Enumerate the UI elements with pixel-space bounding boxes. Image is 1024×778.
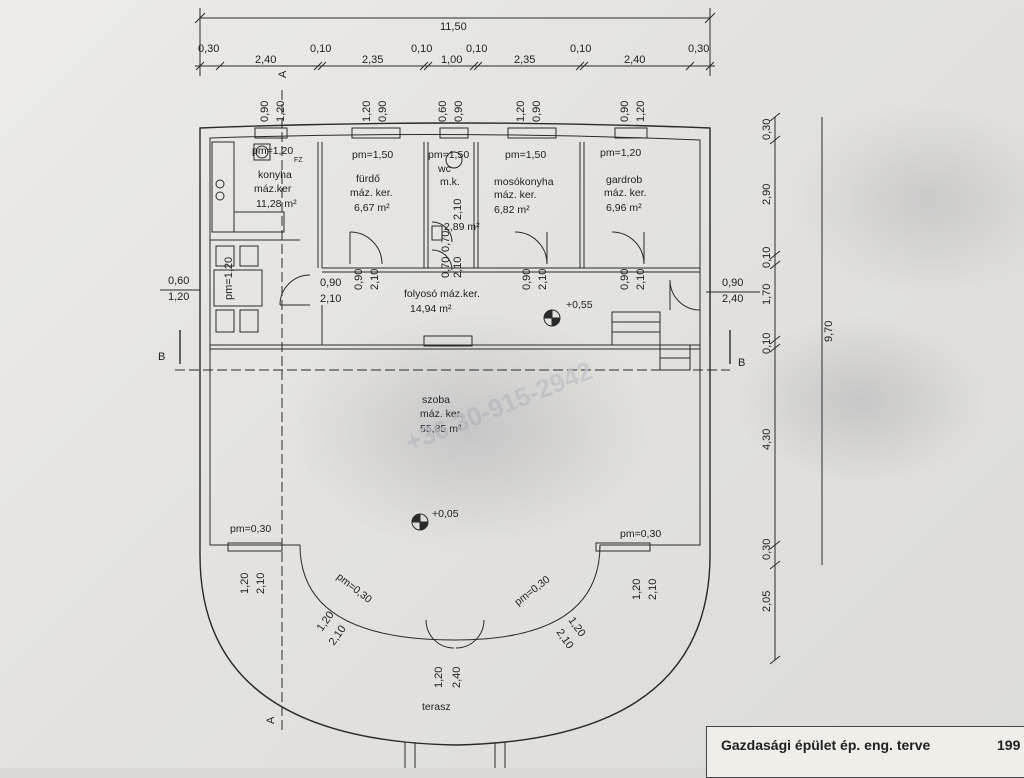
dim-window-top-4-a: 0,90 bbox=[619, 101, 631, 122]
dim-right-6: 0,30 bbox=[761, 539, 773, 560]
dim-right-3: 1,70 bbox=[761, 284, 773, 305]
dim-window-top-3-b: 0,90 bbox=[531, 101, 543, 122]
dim-window-top-0-a: 0,90 bbox=[259, 101, 271, 122]
konyha-area: 11,28 m² bbox=[256, 198, 297, 210]
dim-right-door-0: 0,90 bbox=[722, 277, 743, 289]
szoba-name: szoba bbox=[422, 394, 450, 406]
dim-door-0-a: 0,90 bbox=[353, 269, 365, 290]
furdo-finish: máz. ker. bbox=[350, 187, 393, 199]
dim-front-right-1: 2,10 bbox=[647, 579, 659, 600]
sill-diag-left: pm=0,30 bbox=[334, 571, 374, 606]
dim-front-left-1: 2,10 bbox=[255, 573, 267, 594]
dim-top-6: 0,10 bbox=[466, 43, 487, 55]
gardrob-name: gardrob bbox=[606, 174, 642, 186]
dim-right-5: 4,30 bbox=[761, 429, 773, 450]
szoba-finish: máz. ker. bbox=[420, 408, 463, 420]
dim-top-5: 1,00 bbox=[441, 54, 462, 66]
dim-right-0: 0,30 bbox=[761, 119, 773, 140]
dim-wc-2: 0,70 bbox=[440, 257, 452, 278]
dim-right-door-1: 2,40 bbox=[722, 293, 743, 305]
dim-wc-3: 2,10 bbox=[452, 257, 464, 278]
dim-top-1: 2,40 bbox=[255, 54, 276, 66]
dim-wc-1: 2,10 bbox=[452, 199, 464, 220]
konyha-name: konyha bbox=[258, 169, 292, 181]
dim-window-top-1-b: 0,90 bbox=[377, 101, 389, 122]
sill-left: pm=0,30 bbox=[230, 523, 271, 535]
furdo-area: 6,67 m² bbox=[354, 202, 390, 214]
section-mark-b-left: B bbox=[158, 351, 165, 363]
section-mark-b-right: B bbox=[738, 357, 745, 369]
dim-left-window-1: 1,20 bbox=[168, 291, 189, 303]
outer-wall bbox=[199, 122, 711, 746]
sill-right: pm=0,30 bbox=[620, 528, 661, 540]
dim-top-9: 2,40 bbox=[624, 54, 645, 66]
dim-top-2: 0,10 bbox=[310, 43, 331, 55]
drawing-number: 199 bbox=[997, 737, 1021, 753]
folyoso-name: folyosó máz.ker. bbox=[404, 288, 480, 300]
terasz-name: terasz bbox=[422, 701, 451, 713]
dim-total-height: 9,70 bbox=[823, 321, 835, 342]
dim-top-3: 2,35 bbox=[362, 54, 383, 66]
dim-front-left-0: 1,20 bbox=[239, 573, 251, 594]
dim-right-1: 2,90 bbox=[761, 184, 773, 205]
dim-window-top-4-b: 1,20 bbox=[635, 101, 647, 122]
dim-top-10: 0,30 bbox=[688, 43, 709, 55]
furdo-name: fürdő bbox=[356, 173, 380, 185]
dim-left-window-0: 0,60 bbox=[168, 275, 189, 287]
dim-top-0: 0,30 bbox=[198, 43, 219, 55]
wc-finish: m.k. bbox=[440, 176, 460, 188]
dim-window-top-0-b: 1,20 bbox=[275, 101, 287, 122]
drawing-title: Gazdasági épület ép. eng. terve bbox=[721, 737, 931, 753]
dim-window-top-3-a: 1,20 bbox=[515, 101, 527, 122]
konyha-pm: pm=1,20 bbox=[252, 145, 293, 157]
dim-right-7: 2,05 bbox=[761, 591, 773, 612]
dim-top-7: 2,35 bbox=[514, 54, 535, 66]
dim-door-1-b: 2,10 bbox=[537, 269, 549, 290]
mosokonyha-finish: máz. ker. bbox=[494, 189, 537, 201]
dim-left-door-1: 2,10 bbox=[320, 293, 341, 305]
dim-top-4: 0,10 bbox=[411, 43, 432, 55]
szoba-level: +0,05 bbox=[432, 508, 459, 520]
dim-window-top-1-a: 1,20 bbox=[361, 101, 373, 122]
folyoso-area: 14,94 m² bbox=[410, 303, 452, 315]
wc-area: 2,89 m² bbox=[444, 221, 480, 233]
dim-window-top-2-b: 0,90 bbox=[453, 101, 465, 122]
phone-watermark: +36 30-915-2942 bbox=[401, 355, 597, 457]
mosokonyha-area: 6,82 m² bbox=[494, 204, 530, 216]
dim-door-0-b: 2,10 bbox=[369, 269, 381, 290]
dim-window-top-2-a: 0,60 bbox=[437, 101, 449, 122]
szoba-area: 55,85 m² bbox=[420, 423, 462, 435]
furdo-pm: pm=1,50 bbox=[352, 149, 393, 161]
konyha-finish: máz.ker bbox=[254, 183, 292, 195]
konyha-fz: FZ bbox=[294, 157, 303, 164]
dim-entrance-1: 2,40 bbox=[451, 667, 463, 688]
dim-diag-left-1: 2,10 bbox=[327, 623, 349, 647]
wc-pm: pm=1,50 bbox=[428, 149, 469, 161]
section-mark-a-top: A bbox=[277, 70, 289, 78]
mosokonyha-name: mosókonyha bbox=[494, 176, 554, 188]
dim-door-1-a: 0,90 bbox=[521, 269, 533, 290]
dim-top-8: 0,10 bbox=[570, 43, 591, 55]
gardrob-area: 6,96 m² bbox=[606, 202, 642, 214]
dim-right-4: 0,10 bbox=[761, 333, 773, 354]
dim-entrance-0: 1,20 bbox=[433, 667, 445, 688]
gardrob-finish: máz. ker. bbox=[604, 187, 647, 199]
dim-front-right-0: 1,20 bbox=[631, 579, 643, 600]
dim-left-door-0: 0,90 bbox=[320, 277, 341, 289]
title-block: Gazdasági épület ép. eng. terve 199 bbox=[706, 726, 1024, 778]
dim-door-2-a: 0,90 bbox=[619, 269, 631, 290]
inner-wall bbox=[209, 133, 701, 641]
gardrob-pm: pm=1,20 bbox=[600, 147, 641, 159]
sill-diag-right: pm=0,30 bbox=[512, 573, 552, 608]
dim-right-2: 0,10 bbox=[761, 247, 773, 268]
dim-wc-0: 0,70 bbox=[440, 231, 452, 252]
dim-total-width: 11,50 bbox=[440, 21, 467, 33]
dim-pm-left: pm=1,20 bbox=[223, 257, 235, 300]
wc-name: wc bbox=[437, 163, 451, 175]
dim-door-2-b: 2,10 bbox=[635, 269, 647, 290]
section-mark-a-bottom: A bbox=[265, 716, 277, 724]
folyoso-level: +0,55 bbox=[566, 299, 593, 311]
mosokonyha-pm: pm=1,50 bbox=[505, 149, 546, 161]
